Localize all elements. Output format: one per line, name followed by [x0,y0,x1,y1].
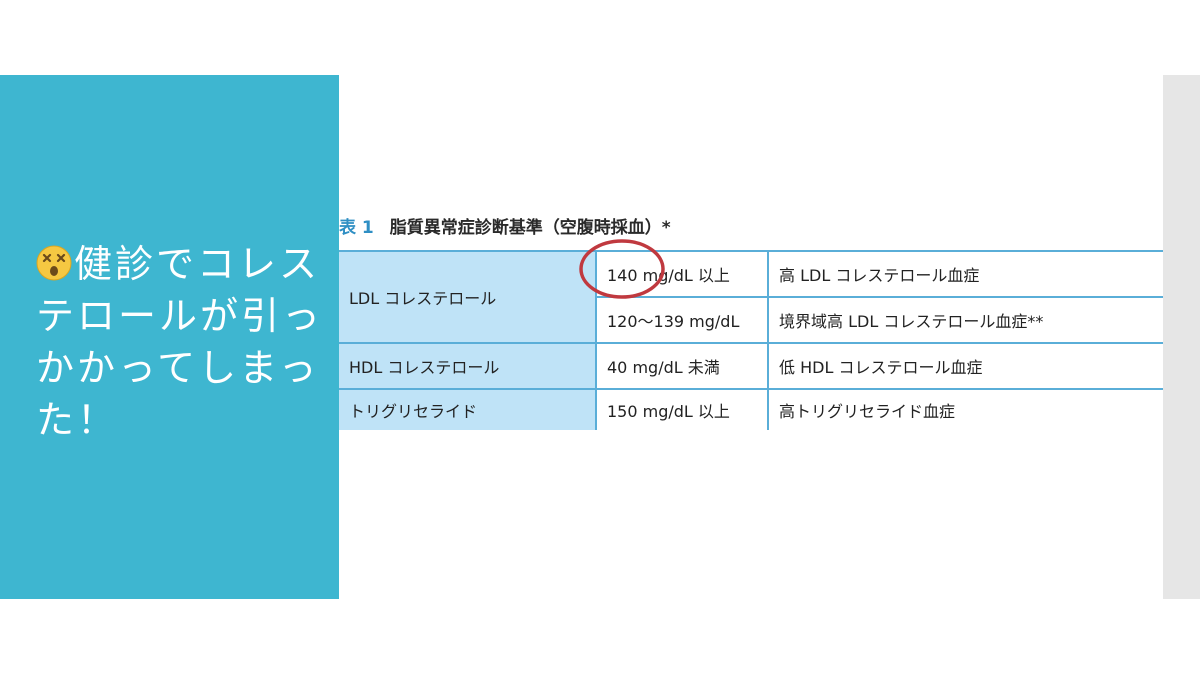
category-cell-ldl: LDL コレステロール [339,250,597,343]
headline-text: 健診でコレステロールが引っかかってしまった！ [36,242,324,442]
value-cell: 120～139 mg/dL [596,296,769,343]
table-row: LDL コレステロール 140 mg/dL 以上 高 LDL コレステロール血症 [339,250,1163,343]
category-cell-triglyceride: トリグリセライド [339,388,597,430]
left-color-panel [0,75,339,599]
diagnosis-cell: 低 HDL コレステロール血症 [768,342,1163,389]
table-caption: 表 1 脂質異常症診断基準（空腹時採血）* [339,213,671,238]
table-row: トリグリセライド 150 mg/dL 以上 高トリグリセライド血症 [339,388,1163,430]
dizzy-face-icon [36,245,72,281]
table-row: 120～139 mg/dL 境界域高 LDL コレステロール血症** [339,296,1163,343]
diagnosis-criteria-table: LDL コレステロール 140 mg/dL 以上 高 LDL コレステロール血症… [339,250,1163,430]
value-cell: 40 mg/dL 未満 [596,342,769,389]
table-caption-number: 表 1 [339,218,374,238]
value-cell: 140 mg/dL 以上 [596,250,769,297]
value-cell: 150 mg/dL 以上 [596,388,769,430]
diagnosis-cell: 高トリグリセライド血症 [768,388,1163,430]
category-cell-hdl: HDL コレステロール [339,342,597,389]
diagnosis-cell: 高 LDL コレステロール血症 [768,250,1163,297]
table-row: HDL コレステロール 40 mg/dL 未満 低 HDL コレステロール血症 [339,342,1163,389]
diagnosis-cell: 境界域高 LDL コレステロール血症** [768,296,1163,343]
slide-headline: 健診でコレステロールが引っかかってしまった！ [36,238,326,446]
right-gray-bar [1163,75,1200,599]
table-caption-title: 脂質異常症診断基準（空腹時採血）* [389,218,671,238]
